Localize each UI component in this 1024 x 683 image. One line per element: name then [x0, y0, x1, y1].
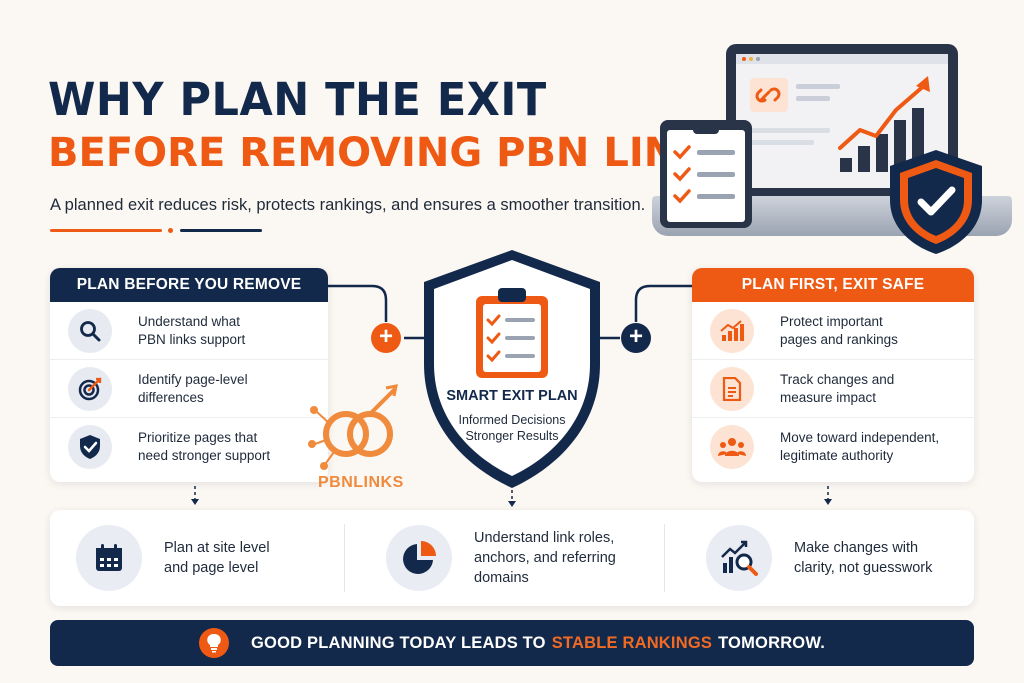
list-item-text: Prioritize pages that: [138, 430, 258, 445]
shield-check-icon: [68, 425, 112, 469]
list-item-text: need stronger support: [138, 448, 271, 463]
target-icon: [68, 366, 112, 411]
feature-divider: [664, 524, 665, 592]
plus-icon-right: +: [621, 323, 651, 353]
feature-text: Make changes with: [794, 540, 919, 556]
list-item-text: legitimate authority: [780, 448, 894, 463]
title-divider-dot: [168, 228, 173, 233]
page-subtitle: A planned exit reduces risk, protects ra…: [50, 196, 646, 214]
pbnlinks-logo-text: PBNLINKS: [318, 474, 404, 491]
laptop-chart-icon: [736, 54, 948, 172]
growth-chart-icon: [710, 308, 754, 353]
feature-text: Plan at site level: [164, 540, 270, 556]
feature-text: Understand link roles,: [474, 530, 615, 546]
list-item: Track changes and measure impact: [692, 360, 974, 418]
list-item: Protect important pages and rankings: [692, 302, 974, 360]
list-item-text: differences: [138, 389, 204, 405]
page-title-line2: BEFORE REMOVING PBN LINKS?: [48, 130, 761, 176]
feature-text: domains: [474, 570, 529, 586]
smart-exit-line1: Informed Decisions: [458, 413, 566, 427]
laptop-screen: [736, 54, 948, 188]
feature-divider: [344, 524, 345, 592]
list-item-text: Move toward independent,: [780, 430, 940, 445]
smart-exit-subtitle: Informed Decisions Stronger Results: [440, 412, 584, 444]
list-item-text: Protect important: [780, 313, 883, 329]
list-item-text: Track changes and: [780, 371, 895, 387]
smart-exit-shield: [424, 250, 600, 488]
calendar-icon: [76, 525, 142, 591]
title-divider-secondary: [180, 229, 262, 232]
checklist-paper: [667, 120, 745, 222]
title-divider: [50, 229, 162, 232]
plan-first-card: PLAN FIRST, EXIT SAFE Protect important p…: [692, 268, 974, 482]
page-title-line1: WHY PLAN THE EXIT: [48, 74, 547, 127]
smart-exit-line2: Stronger Results: [465, 429, 559, 443]
banner-highlight: STABLE RANKINGS: [551, 633, 713, 652]
features-strip: [50, 510, 974, 606]
pie-chart-icon: [386, 525, 452, 591]
team-icon: [710, 425, 754, 469]
magnifier-icon: [68, 308, 112, 353]
list-item: Move toward independent, legitimate autho…: [692, 418, 974, 476]
feature-text: and page level: [164, 560, 259, 576]
plan-before-heading: PLAN BEFORE YOU REMOVE: [50, 268, 328, 302]
list-item-text: pages and rankings: [780, 331, 898, 347]
document-icon: [710, 366, 754, 411]
feature-text: clarity, not guesswork: [794, 560, 933, 576]
list-item-text: Identify page-level: [138, 371, 248, 387]
feature-text: anchors, and referring: [474, 550, 616, 566]
feature-item: Plan at site level and page level: [76, 510, 270, 606]
analytics-search-icon: [706, 525, 772, 591]
banner-text-end: TOMORROW.: [718, 633, 825, 652]
plan-first-heading: PLAN FIRST, EXIT SAFE: [692, 268, 974, 302]
security-shield-icon: [890, 150, 982, 254]
smart-exit-title: SMART EXIT PLAN: [446, 388, 578, 404]
feature-item: Make changes with clarity, not guesswork: [706, 510, 932, 606]
list-item-text: PBN links support: [138, 331, 246, 347]
list-item-text: measure impact: [780, 389, 877, 405]
footer-banner: GOOD PLANNING TODAY LEADS TO STABLE RANK…: [50, 620, 974, 666]
list-item: Identify page-level differences: [50, 360, 328, 418]
pbnlinks-logo-icon: [308, 384, 398, 470]
plus-icon-left: +: [371, 323, 401, 353]
lightbulb-icon: [199, 628, 229, 658]
list-item: Prioritize pages that need stronger suppo…: [50, 418, 328, 476]
banner-text-start: GOOD PLANNING TODAY LEADS TO: [251, 633, 546, 652]
feature-item: Understand link roles, anchors, and refer…: [386, 510, 616, 606]
list-item-text: Understand what: [138, 313, 241, 329]
